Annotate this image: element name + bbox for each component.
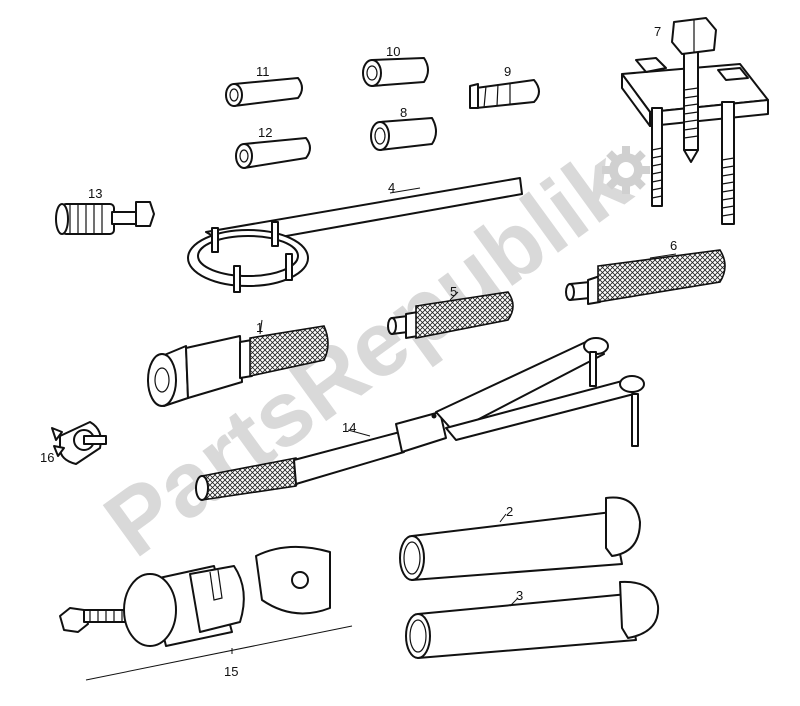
label-6: 6 bbox=[670, 238, 677, 253]
part-15-extractor-set: 15 bbox=[59, 545, 353, 681]
gear-icon bbox=[602, 146, 650, 194]
part-4-ring-spanner: 4 bbox=[187, 177, 523, 293]
part-12-tapered-sleeve: 12 bbox=[235, 125, 311, 169]
label-9: 9 bbox=[504, 64, 511, 79]
part-9-collet: 9 bbox=[469, 64, 540, 109]
label-11: 11 bbox=[256, 64, 270, 79]
label-8: 8 bbox=[400, 105, 407, 120]
part-1-drift: 1 bbox=[147, 319, 329, 407]
label-3: 3 bbox=[516, 588, 523, 603]
label-2: 2 bbox=[506, 504, 513, 519]
label-13: 13 bbox=[88, 186, 102, 201]
part-2-tube: 2 bbox=[399, 496, 641, 581]
part-16-small-tool: 16 bbox=[40, 421, 107, 465]
label-7: 7 bbox=[654, 24, 661, 39]
label-1: 1 bbox=[256, 320, 263, 335]
label-15: 15 bbox=[224, 664, 238, 679]
label-12: 12 bbox=[258, 125, 272, 140]
part-13-threaded-adapter: 13 bbox=[55, 186, 155, 235]
label-5: 5 bbox=[450, 284, 457, 299]
part-6-knurled-handle: 6 bbox=[565, 238, 726, 305]
label-10: 10 bbox=[386, 44, 400, 59]
part-11-tapered-sleeve: 11 bbox=[225, 64, 303, 107]
part-14-pin-wrench: 14 bbox=[195, 337, 645, 501]
part-7-puller: 7 bbox=[621, 17, 769, 225]
part-5-knurled-handle: 5 bbox=[387, 284, 514, 339]
label-14: 14 bbox=[342, 420, 356, 435]
part-8-sleeve: 8 bbox=[370, 105, 437, 151]
part-10-sleeve: 10 bbox=[362, 44, 429, 87]
label-4: 4 bbox=[388, 180, 395, 195]
label-16: 16 bbox=[40, 450, 54, 465]
part-3-tube: 3 bbox=[405, 580, 660, 659]
